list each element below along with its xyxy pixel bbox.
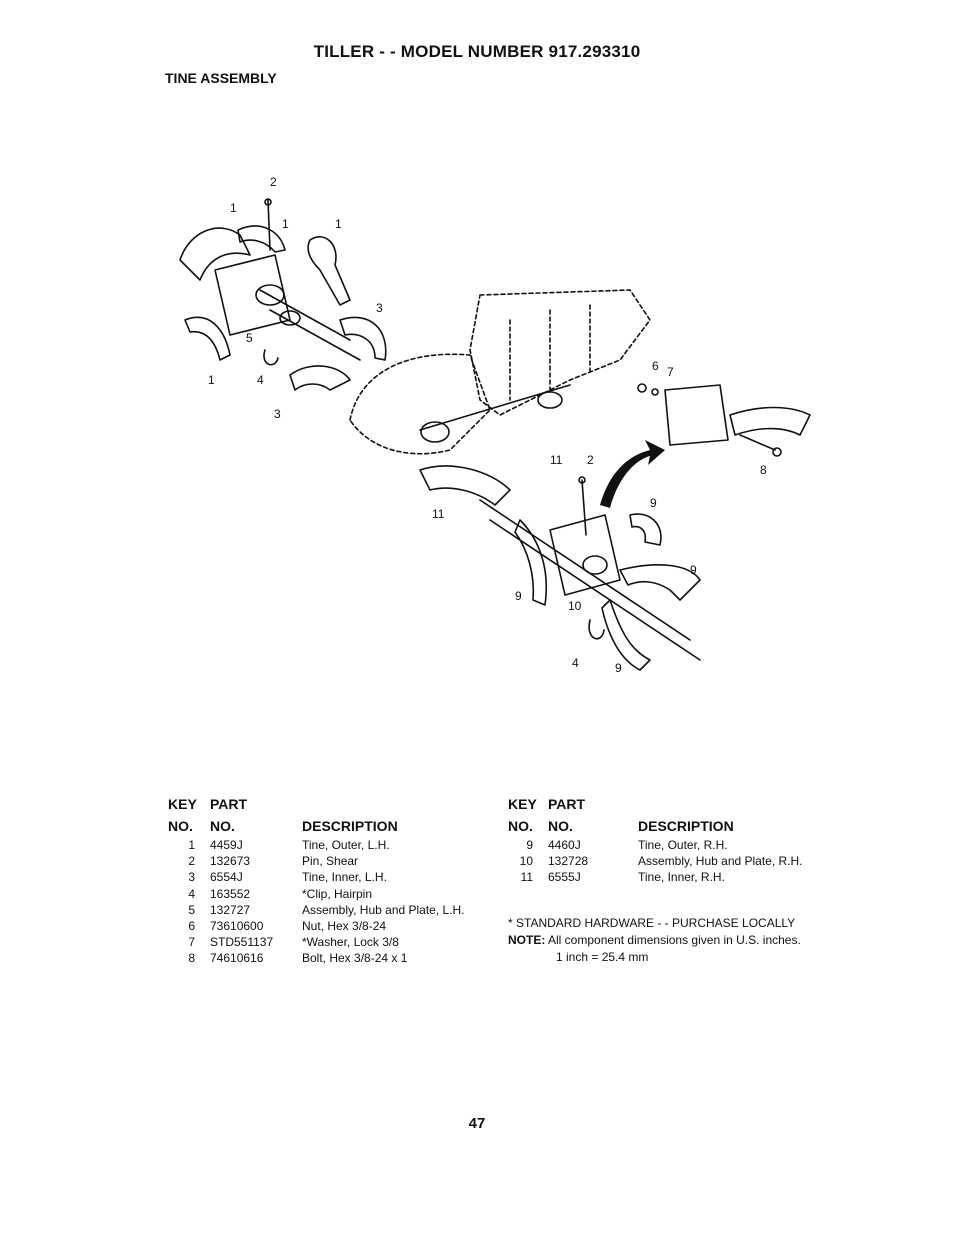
left-tine-inner-r bbox=[339, 316, 387, 361]
left-tine-1 bbox=[184, 316, 231, 361]
callout-5: 5 bbox=[246, 331, 253, 345]
header-part-top: PART bbox=[210, 796, 248, 812]
shear-pin-left bbox=[267, 199, 271, 251]
footnotes: * STANDARD HARDWARE - - PURCHASE LOCALLY… bbox=[508, 915, 801, 966]
side-plate bbox=[664, 384, 729, 446]
header-key-bottom: NO. bbox=[168, 818, 193, 834]
callout-8: 8 bbox=[760, 463, 767, 477]
right-tine-9-a bbox=[629, 513, 662, 546]
right-inner-tine bbox=[419, 465, 511, 506]
callout-7: 7 bbox=[667, 365, 674, 379]
dimension-note: NOTE: All component dimensions given in … bbox=[508, 932, 801, 949]
callout-1-b: 1 bbox=[282, 217, 289, 231]
tine-assembly-diagram: 2 1 1 1 3 5 1 4 3 6 7 8 11 2 11 9 9 9 10… bbox=[179, 175, 811, 675]
shear-pin-right bbox=[581, 479, 587, 536]
left-tine-outer-upper bbox=[237, 225, 286, 253]
page-title: TILLER - - MODEL NUMBER 917.293310 bbox=[313, 42, 641, 61]
left-tine-3-low bbox=[289, 365, 351, 391]
callout-3-a: 3 bbox=[376, 301, 383, 315]
right-tine-9-b bbox=[619, 564, 701, 601]
left-tine-upper-right bbox=[307, 236, 351, 306]
callout-11-b: 11 bbox=[432, 507, 445, 521]
right-tine-9-d bbox=[601, 599, 651, 671]
right-hub-plate bbox=[549, 514, 621, 596]
callout-3-b: 3 bbox=[274, 407, 281, 421]
hairpin-clip-left bbox=[263, 349, 279, 366]
right-tine-9-c bbox=[514, 519, 548, 606]
callout-9-c: 9 bbox=[515, 589, 522, 603]
callout-9-b: 9 bbox=[690, 563, 697, 577]
note-text: All component dimensions given in U.S. i… bbox=[548, 933, 801, 947]
callout-6: 6 bbox=[652, 359, 659, 373]
callout-4-b: 4 bbox=[572, 656, 579, 670]
callout-9-a: 9 bbox=[650, 496, 657, 510]
header-key-bottom: NO. bbox=[508, 818, 533, 834]
callout-2-top: 2 bbox=[270, 175, 277, 189]
transmission-housing bbox=[469, 289, 651, 416]
hairpin-clip-right bbox=[588, 619, 605, 640]
callout-11-a: 11 bbox=[550, 453, 563, 467]
callout-9-d: 9 bbox=[615, 661, 622, 675]
standard-hardware-note: * STANDARD HARDWARE - - PURCHASE LOCALLY bbox=[508, 916, 796, 930]
callout-2-bottom: 2 bbox=[587, 453, 594, 467]
header-part-bottom: NO. bbox=[210, 818, 235, 834]
page-number: 47 bbox=[468, 1115, 486, 1132]
header-part-top: PART bbox=[548, 796, 586, 812]
rotation-arrow bbox=[600, 440, 665, 508]
note-label: NOTE: bbox=[508, 933, 546, 947]
right-tine-8 bbox=[729, 406, 811, 436]
callout-10: 10 bbox=[568, 599, 582, 613]
callout-1-d: 1 bbox=[208, 373, 215, 387]
callout-1-a: 1 bbox=[230, 201, 237, 215]
header-description: DESCRIPTION bbox=[638, 818, 734, 834]
conversion-note: 1 inch = 25.4 mm bbox=[556, 950, 649, 964]
left-hub-plate bbox=[214, 254, 291, 336]
header-description: DESCRIPTION bbox=[302, 818, 398, 834]
section-title: TINE ASSEMBLY bbox=[165, 70, 277, 86]
left-tine-outer-top bbox=[179, 227, 251, 281]
header-key-top: KEY bbox=[168, 796, 197, 812]
callout-4-a: 4 bbox=[257, 373, 264, 387]
header-part-bottom: NO. bbox=[548, 818, 573, 834]
header-key-top: KEY bbox=[508, 796, 537, 812]
callout-1-c: 1 bbox=[335, 217, 342, 231]
